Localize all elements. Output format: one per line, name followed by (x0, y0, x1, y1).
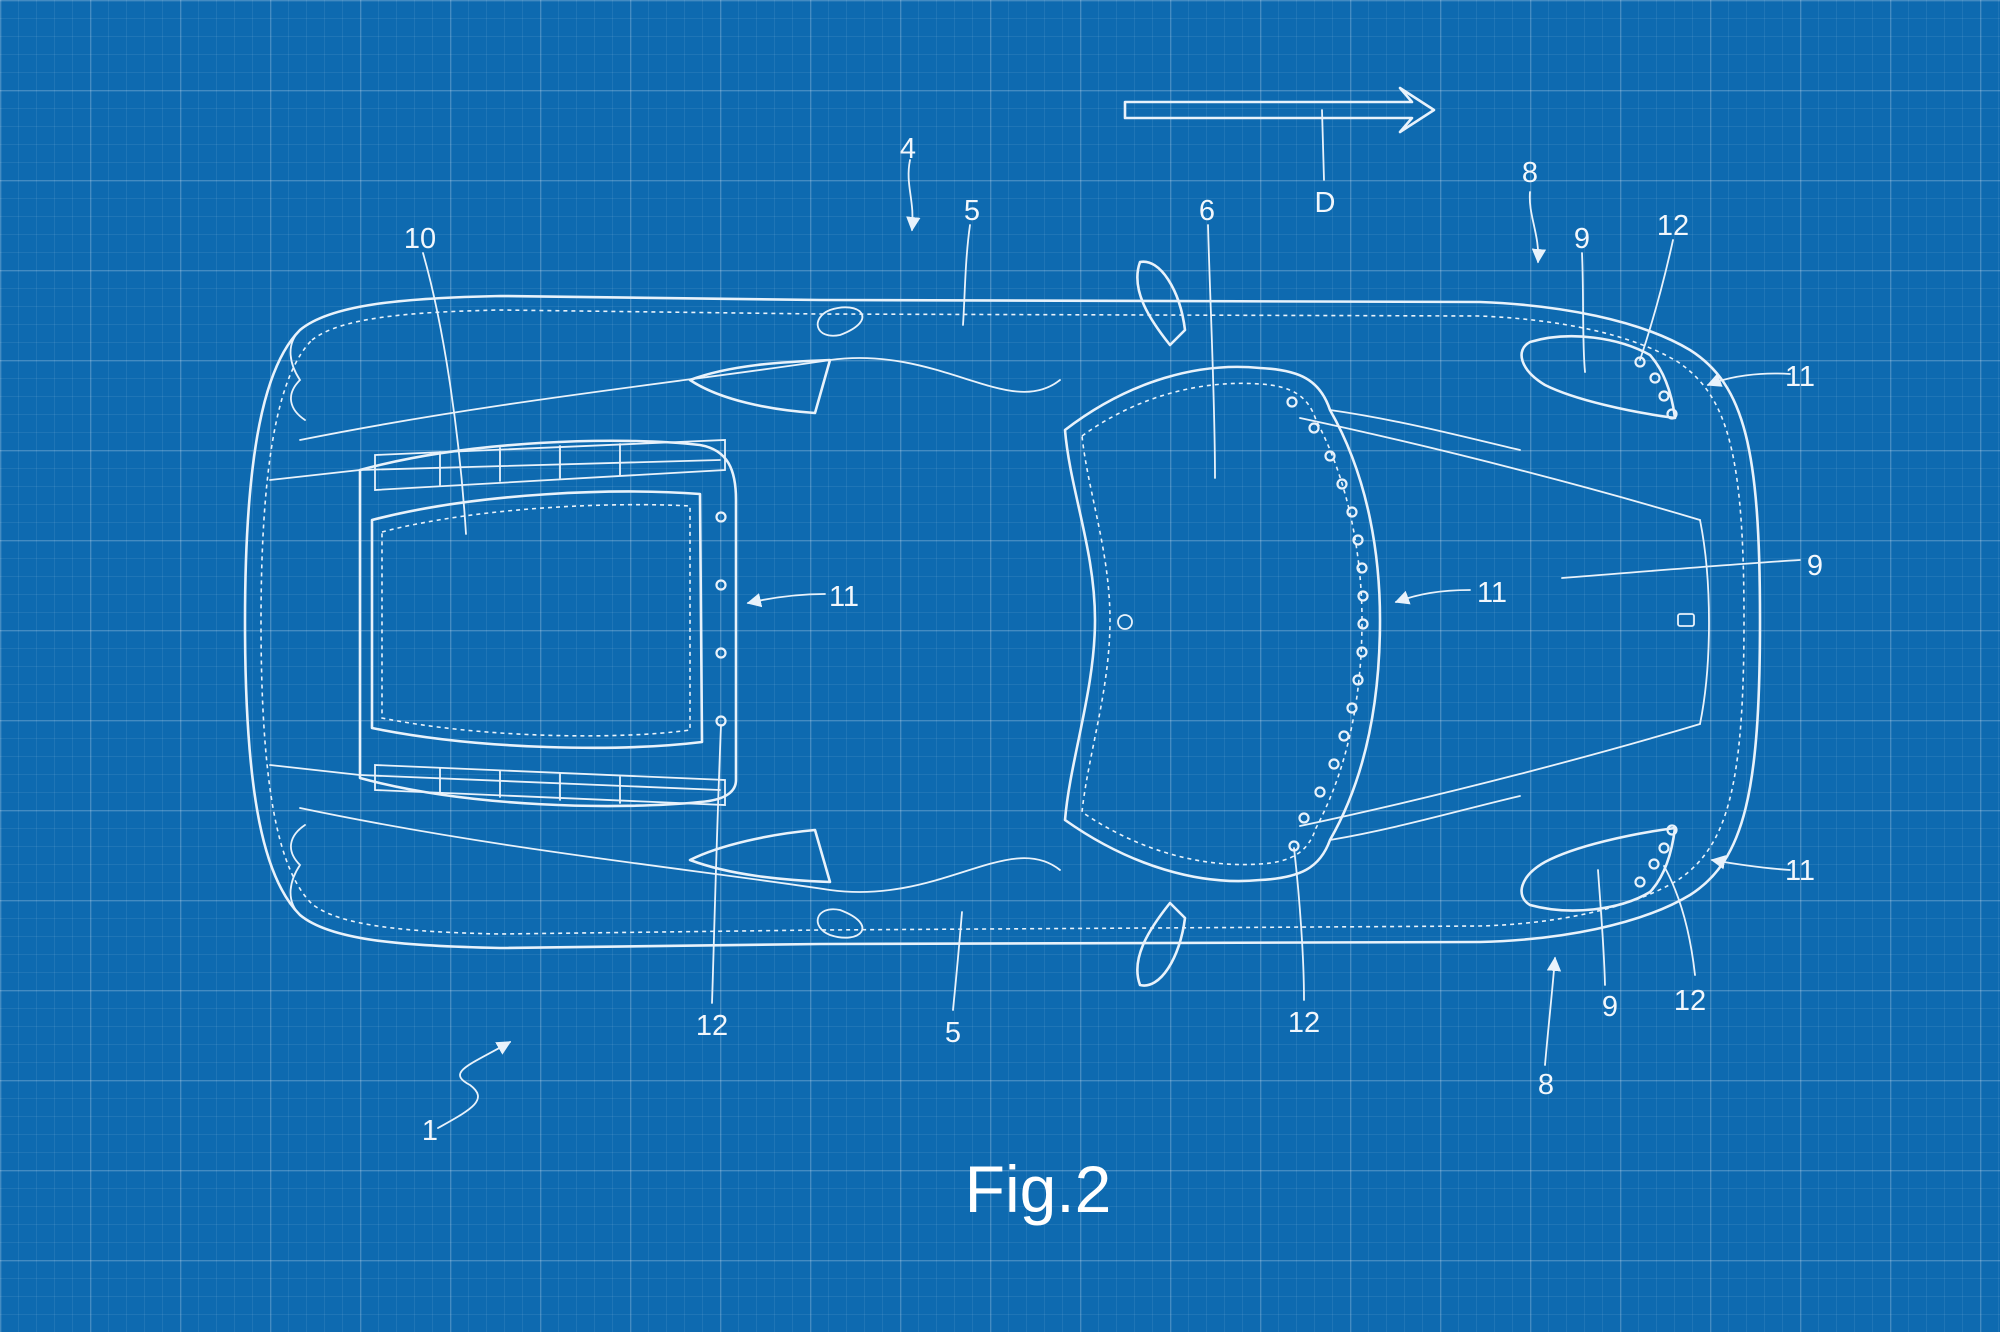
label-10-rear-cover: 10 (404, 223, 436, 255)
front-vents (1522, 336, 1694, 910)
label-4-side: 4 (900, 133, 916, 165)
figure-caption: Fig.2 (965, 1152, 1112, 1226)
car-body (245, 296, 1760, 948)
label-12-rear: 12 (696, 1010, 728, 1042)
label-8-front-top: 8 (1522, 157, 1538, 189)
label-12-front-bottom: 12 (1674, 985, 1706, 1017)
label-9-hood: 9 (1807, 550, 1823, 582)
label-12-front-top: 12 (1657, 210, 1689, 242)
label-11-front-top: 11 (1785, 361, 1815, 393)
label-11-front-bottom: 11 (1785, 855, 1815, 887)
label-5-side-panel-top: 5 (964, 195, 980, 227)
label-9-vent-top: 9 (1574, 223, 1590, 255)
rear-cover (360, 440, 736, 806)
label-direction-d: D (1315, 187, 1336, 219)
roof-windshield (1065, 367, 1520, 881)
side-intakes (690, 307, 862, 937)
label-6-roof: 6 (1199, 195, 1215, 227)
label-11-roof: 11 (1477, 577, 1507, 609)
label-12-roof: 12 (1288, 1007, 1320, 1039)
direction-arrow (1125, 88, 1434, 180)
label-5-side-panel-bottom: 5 (945, 1017, 961, 1049)
label-8-front-bottom: 8 (1538, 1069, 1554, 1101)
side-mirrors (1137, 262, 1185, 986)
label-11-rear: 11 (829, 581, 859, 613)
leader-lines (423, 160, 1800, 1128)
label-1-vehicle: 1 (422, 1115, 438, 1147)
label-9-vent-bottom: 9 (1602, 991, 1618, 1023)
